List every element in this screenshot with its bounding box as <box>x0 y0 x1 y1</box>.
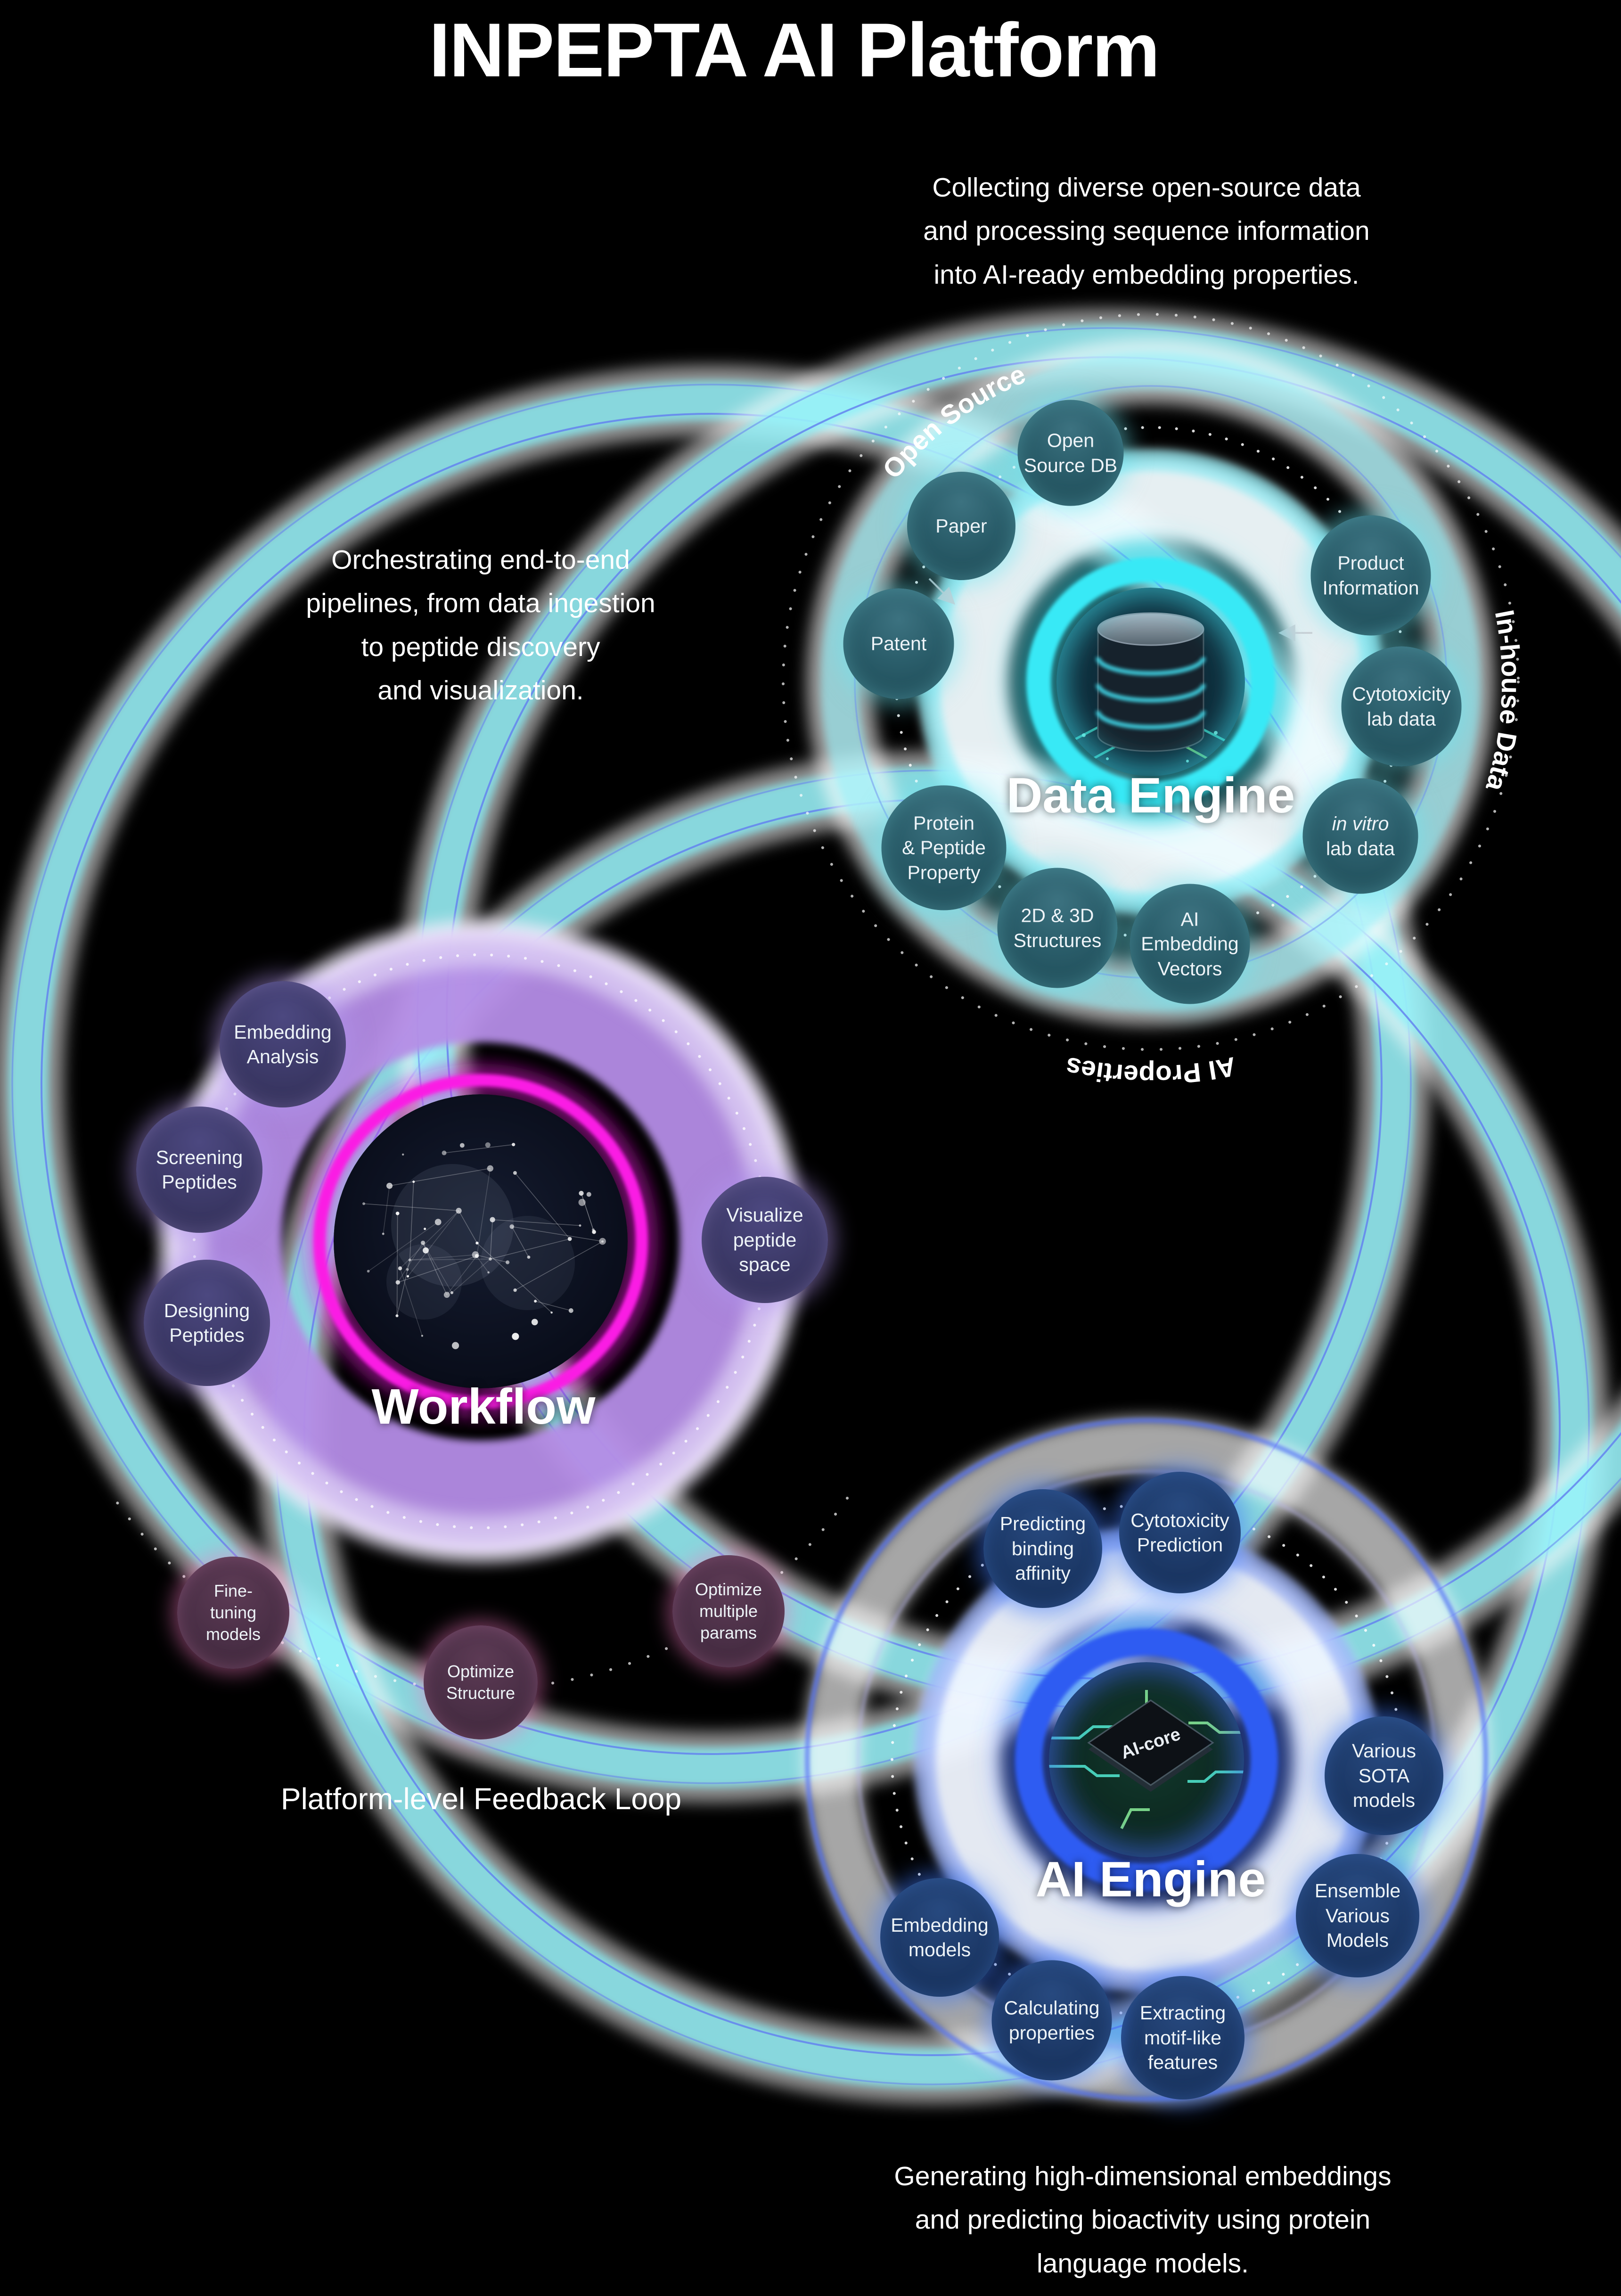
node-label: Various SOTA models <box>1352 1740 1416 1812</box>
ai-engine-description: Generating high-dimensional embeddings a… <box>894 2161 1392 2279</box>
node-visualize-peptide-space: Visualize peptide space <box>702 1177 828 1303</box>
node-label: Ensemble Various Models <box>1314 1880 1401 1952</box>
node-embedding-analysis: Embedding Analysis <box>220 981 346 1107</box>
data-engine-description: Collecting diverse open-source data and … <box>923 172 1370 290</box>
node-calculating-properties: Calculating properties <box>991 1960 1112 2081</box>
ai-engine-heading: AI Engine <box>1035 1852 1266 1907</box>
node-label: Patent <box>870 632 927 655</box>
data-engine-heading: Data Engine <box>1006 768 1295 823</box>
node-label: Paper <box>935 515 987 537</box>
node-label: AI Embedding Vectors <box>1141 908 1239 980</box>
arc-label-ai-properties: AI Properties <box>1063 1051 1238 1090</box>
node-label: Embedding Analysis <box>234 1021 332 1067</box>
node-cytotoxicity-lab-data: Cytotoxicity lab data <box>1341 646 1462 767</box>
node-open-source-db: Open Source DB <box>1017 400 1124 506</box>
node-optimize-multiple-params: Optimize multiple params <box>672 1555 785 1667</box>
node-label: Predicting binding affinity <box>999 1513 1086 1584</box>
node-patent: Patent <box>843 588 954 699</box>
node-label: Calculating properties <box>1004 1997 1100 2043</box>
node-label: 2D & 3D Structures <box>1013 904 1102 951</box>
ai-engine-center-image: AI-core <box>998 1611 1295 1908</box>
node-embedding-models: Embedding models <box>880 1878 999 1997</box>
node-ai-embedding-vectors: AI Embedding Vectors <box>1130 884 1250 1004</box>
node-label-italic: in vitro <box>1332 812 1389 835</box>
node-extracting-motif-like-features: Extracting motif-like features <box>1121 1976 1244 2099</box>
node-label: Embedding models <box>891 1914 989 1960</box>
node-label: Fine- tuning models <box>205 1581 261 1644</box>
node-screening-peptides: Screening Peptides <box>136 1107 262 1233</box>
node-label: Optimize multiple params <box>695 1579 762 1643</box>
node-predicting-binding-affinity: Predicting binding affinity <box>983 1489 1102 1608</box>
node-label-rest: lab data <box>1326 837 1395 859</box>
node-label: Cytotoxicity lab data <box>1352 683 1451 730</box>
page-title: INPEPTA AI Platform <box>429 8 1160 93</box>
feedback-loop-label: Platform-level Feedback Loop <box>280 1782 682 1816</box>
node-fine-tuning-models: Fine- tuning models <box>177 1557 289 1669</box>
node-label: Visualize peptide space <box>726 1204 803 1276</box>
node-label: Designing Peptides <box>164 1299 250 1346</box>
node-label: Protein & Peptide Property <box>902 812 986 884</box>
chip-icon: AI-core <box>1087 1699 1214 1792</box>
workflow-description: Orchestrating end-to-end pipelines, from… <box>306 545 655 705</box>
database-icon <box>1096 612 1206 752</box>
node-protein-peptide-property: Protein & Peptide Property <box>881 785 1007 910</box>
arrow-icon <box>928 578 956 605</box>
node-label: in vitro lab data <box>1326 812 1395 861</box>
node-label: Cytotoxicity Prediction <box>1130 1509 1229 1556</box>
node-product-information: Product Information <box>1310 515 1431 636</box>
node-paper: Paper <box>907 472 1015 580</box>
node-label: Open Source DB <box>1023 429 1118 476</box>
node-cytotoxicity-prediction: Cytotoxicity Prediction <box>1119 1472 1241 1593</box>
node-label: Product Information <box>1322 552 1419 599</box>
data-engine-center-image <box>1010 541 1291 822</box>
node-designing-peptides: Designing Peptides <box>144 1260 270 1386</box>
peptide-network-graphic <box>362 1142 606 1349</box>
node-2d-3d-structures: 2D & 3D Structures <box>997 868 1118 988</box>
workflow-center-image <box>334 1094 628 1388</box>
workflow-heading: Workflow <box>371 1379 596 1435</box>
node-label: Screening Peptides <box>156 1146 243 1193</box>
node-optimize-structure: Optimize Structure <box>424 1625 538 1739</box>
node-in-vitro-lab-data: in vitro lab data <box>1302 778 1418 894</box>
node-label: Extracting motif-like features <box>1139 2002 1226 2074</box>
node-ensemble-various-models: Ensemble Various Models <box>1296 1854 1419 1977</box>
node-label: Optimize Structure <box>446 1661 516 1703</box>
node-various-sota-models: Various SOTA models <box>1325 1716 1443 1835</box>
